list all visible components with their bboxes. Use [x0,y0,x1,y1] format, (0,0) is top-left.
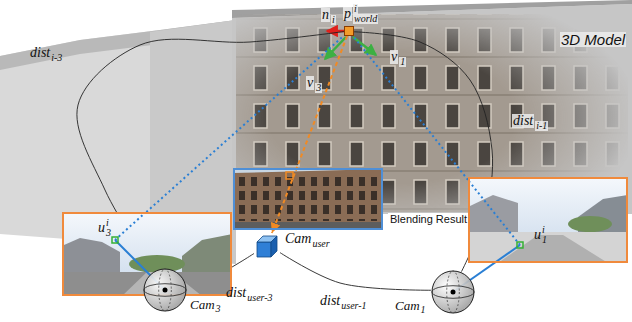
math-symbol: Cam [395,299,420,312]
user-camera: Camuser [254,233,280,259]
math-index: 1 [542,235,547,245]
camera-center [163,288,168,293]
sphere-meridian [447,271,460,313]
math-symbol: Cam [190,298,215,311]
shape-outline [431,270,475,314]
node-label: Blending Result [388,213,469,226]
math-index: 3 [216,304,221,314]
math-index: i [353,4,358,14]
math-symbol: u [534,228,541,242]
panorama-image: ui1 [468,177,628,263]
math-symbol: u [98,221,105,235]
pano-sky [470,179,626,261]
math-index: 3 [315,83,322,93]
cube-front [257,242,271,257]
math-index: user-3 [247,293,272,303]
sphere-equator [432,286,474,299]
pixel-marker [112,237,118,243]
node-label: 3D Model [560,32,626,47]
math-index: 1 [399,57,406,67]
pano-tree [568,216,612,232]
cube-side [271,236,277,257]
surface-point: piworld [344,26,354,36]
math-index: user-1 [341,301,366,311]
math-symbol: dist [320,294,340,308]
pano-building [64,238,120,274]
projection-ray [353,36,468,180]
math-symbol: p [343,7,352,21]
pixel-marker [517,242,523,248]
shape-outline [470,179,626,261]
camera-sphere: Cam1 [431,270,475,314]
distance-arc [280,253,431,291]
camera-center [451,290,456,295]
math-symbol: dist [226,286,246,300]
sphere-body [432,271,474,313]
math-symbol: n [321,8,330,22]
math-symbol: dist [512,114,534,128]
view-vector [325,37,346,59]
projection-ray [115,214,146,240]
shape-outline [254,233,280,259]
blend-building [233,169,383,226]
sphere-meridian [159,269,172,311]
math-index: i-3 [51,53,62,63]
math-index: i [106,218,109,228]
view-ray [272,36,347,233]
math-index: i [542,225,545,235]
projection-ray [470,180,520,245]
math-symbol: v [390,50,398,64]
math-index: 3 [106,228,111,238]
math-index: world [353,14,378,24]
sphere-body [144,269,186,311]
camera-sphere: Cam3 [143,268,187,312]
math-index: i [331,15,336,25]
pano-building [182,234,230,274]
math-index: 1 [421,305,426,315]
math-symbol: dist [30,46,50,60]
sphere-equator [144,284,186,297]
shape-outline [143,268,187,312]
camera-ray [470,245,520,261]
math-index: user [312,239,329,249]
view-vector [353,37,376,55]
math-index: i-1 [535,121,548,131]
blend-sky [233,168,383,230]
pano-ground [470,232,626,261]
panorama-content [470,179,626,261]
blend-windows [236,175,380,221]
blending-view: Blending Result [233,168,383,230]
math-symbol: Cam [285,232,311,246]
sample-marker [286,172,293,179]
math-symbol: v [306,76,314,90]
